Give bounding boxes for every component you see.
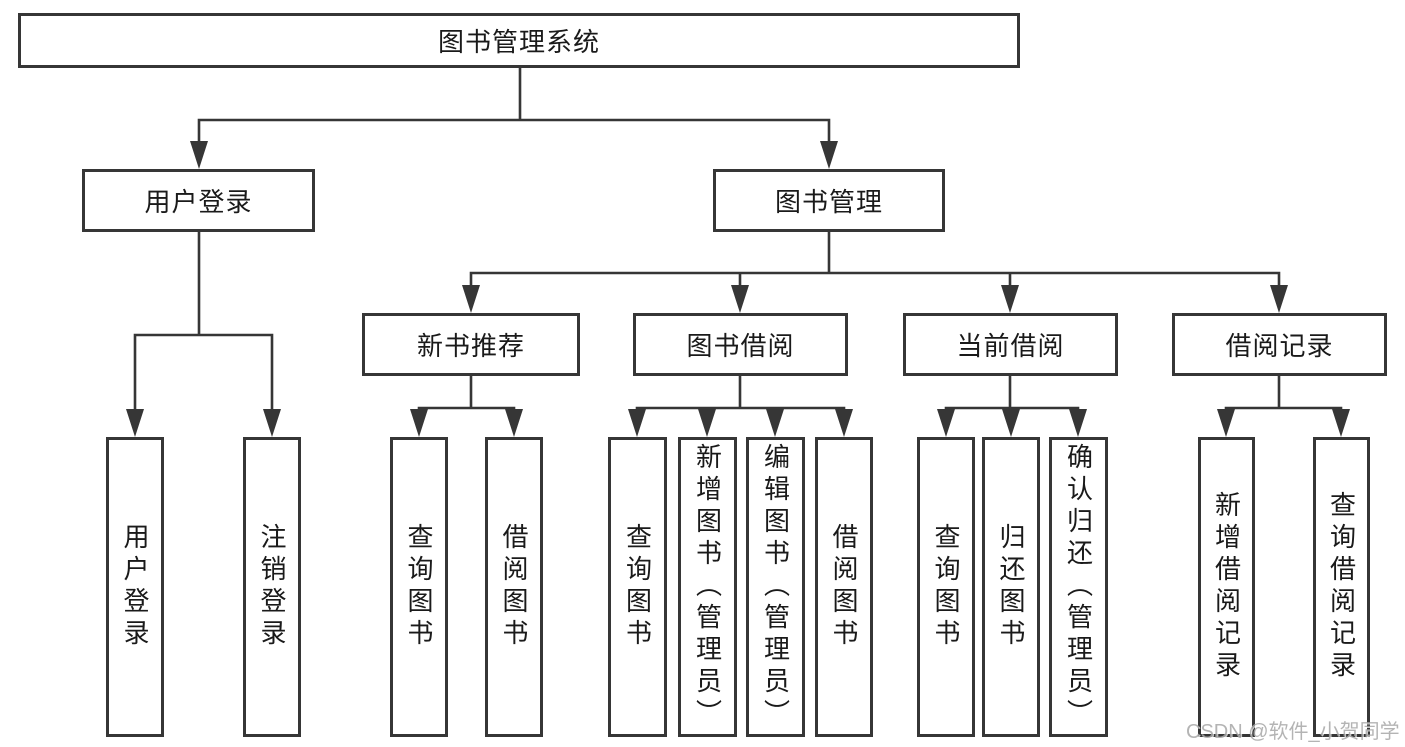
leaf-borrow-books: 借阅图书: [815, 437, 873, 737]
leaf-add-books-admin: 新增图书（管理员）: [678, 437, 737, 737]
node-book-borrow: 图书借阅: [633, 313, 848, 376]
leaf-label: 借阅图书: [499, 523, 529, 651]
node-current-borrow: 当前借阅: [903, 313, 1118, 376]
node-user-login: 用户登录: [82, 169, 315, 232]
node-borrow-records: 借阅记录: [1172, 313, 1387, 376]
leaf-label: 查询图书: [622, 523, 653, 651]
leaf-label: 新增借阅记录: [1211, 491, 1242, 683]
leaf-borrow-books-recommend: 借阅图书: [485, 437, 543, 737]
leaf-add-borrow-record: 新增借阅记录: [1198, 437, 1255, 737]
leaf-return-books: 归还图书: [982, 437, 1040, 737]
leaf-query-borrow-record: 查询借阅记录: [1313, 437, 1370, 737]
leaf-label: 注销登录: [257, 523, 287, 651]
node-root-system: 图书管理系统: [18, 13, 1020, 68]
leaf-query-books-borrow: 查询图书: [608, 437, 667, 737]
leaf-label: 查询借阅记录: [1326, 491, 1357, 683]
node-new-book-recommend: 新书推荐: [362, 313, 580, 376]
leaf-query-books-recommend: 查询图书: [390, 437, 448, 737]
leaf-confirm-return-admin: 确认归还（管理员）: [1049, 437, 1108, 737]
leaf-label: 查询图书: [931, 523, 961, 651]
leaf-logout: 注销登录: [243, 437, 301, 737]
tree-edges: [133, 66, 1343, 413]
leaf-label: 归还图书: [996, 523, 1026, 651]
leaf-label: 借阅图书: [829, 523, 859, 651]
node-book-management: 图书管理: [713, 169, 945, 232]
leaf-label: 新增图书（管理员）: [692, 443, 723, 731]
leaf-user-login: 用户登录: [106, 437, 164, 737]
leaf-label: 用户登录: [120, 523, 150, 651]
leaf-label: 查询图书: [404, 523, 434, 651]
leaf-label: 编辑图书（管理员）: [760, 443, 791, 731]
leaf-edit-books-admin: 编辑图书（管理员）: [746, 437, 805, 737]
arrowheads: [126, 141, 1350, 437]
csdn-watermark: CSDN @软件_小贺同学: [1186, 721, 1400, 743]
leaf-query-books-current: 查询图书: [917, 437, 975, 737]
leaf-label: 确认归还（管理员）: [1063, 443, 1094, 731]
